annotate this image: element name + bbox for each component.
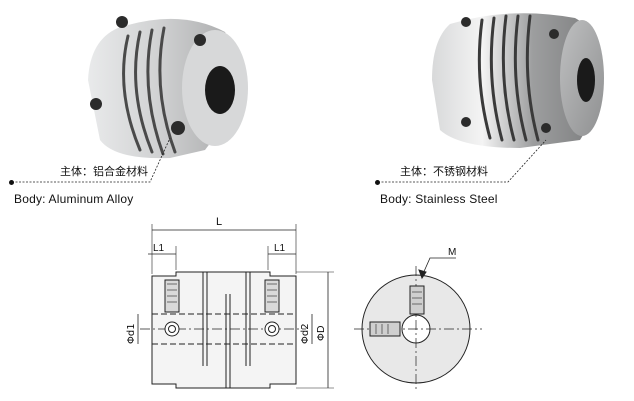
dim-d2-label: Φd2 <box>300 323 311 344</box>
dim-L1-right-label: L1 <box>274 243 286 254</box>
stainless-coupling-image <box>378 13 604 183</box>
aluminum-bullet <box>9 180 14 185</box>
dim-L-label: L <box>216 216 222 228</box>
stainless-label-en: Body: Stainless Steel <box>380 192 498 206</box>
end-view-drawing <box>354 257 482 392</box>
dim-D-label: ΦD <box>316 325 327 341</box>
dim-d1-label: Φd1 <box>126 323 137 344</box>
aluminum-coupling-image <box>12 16 248 183</box>
stainless-bullet <box>375 180 380 185</box>
stainless-label-cn: 主体：不锈钢材料 <box>400 165 488 178</box>
dim-M-label: M <box>448 247 456 258</box>
aluminum-label-en: Body: Aluminum Alloy <box>14 192 134 206</box>
side-view-drawing <box>137 224 334 389</box>
aluminum-label-cn: 主体：铝合金材料 <box>60 165 148 178</box>
dim-L1-left-label: L1 <box>153 243 165 254</box>
